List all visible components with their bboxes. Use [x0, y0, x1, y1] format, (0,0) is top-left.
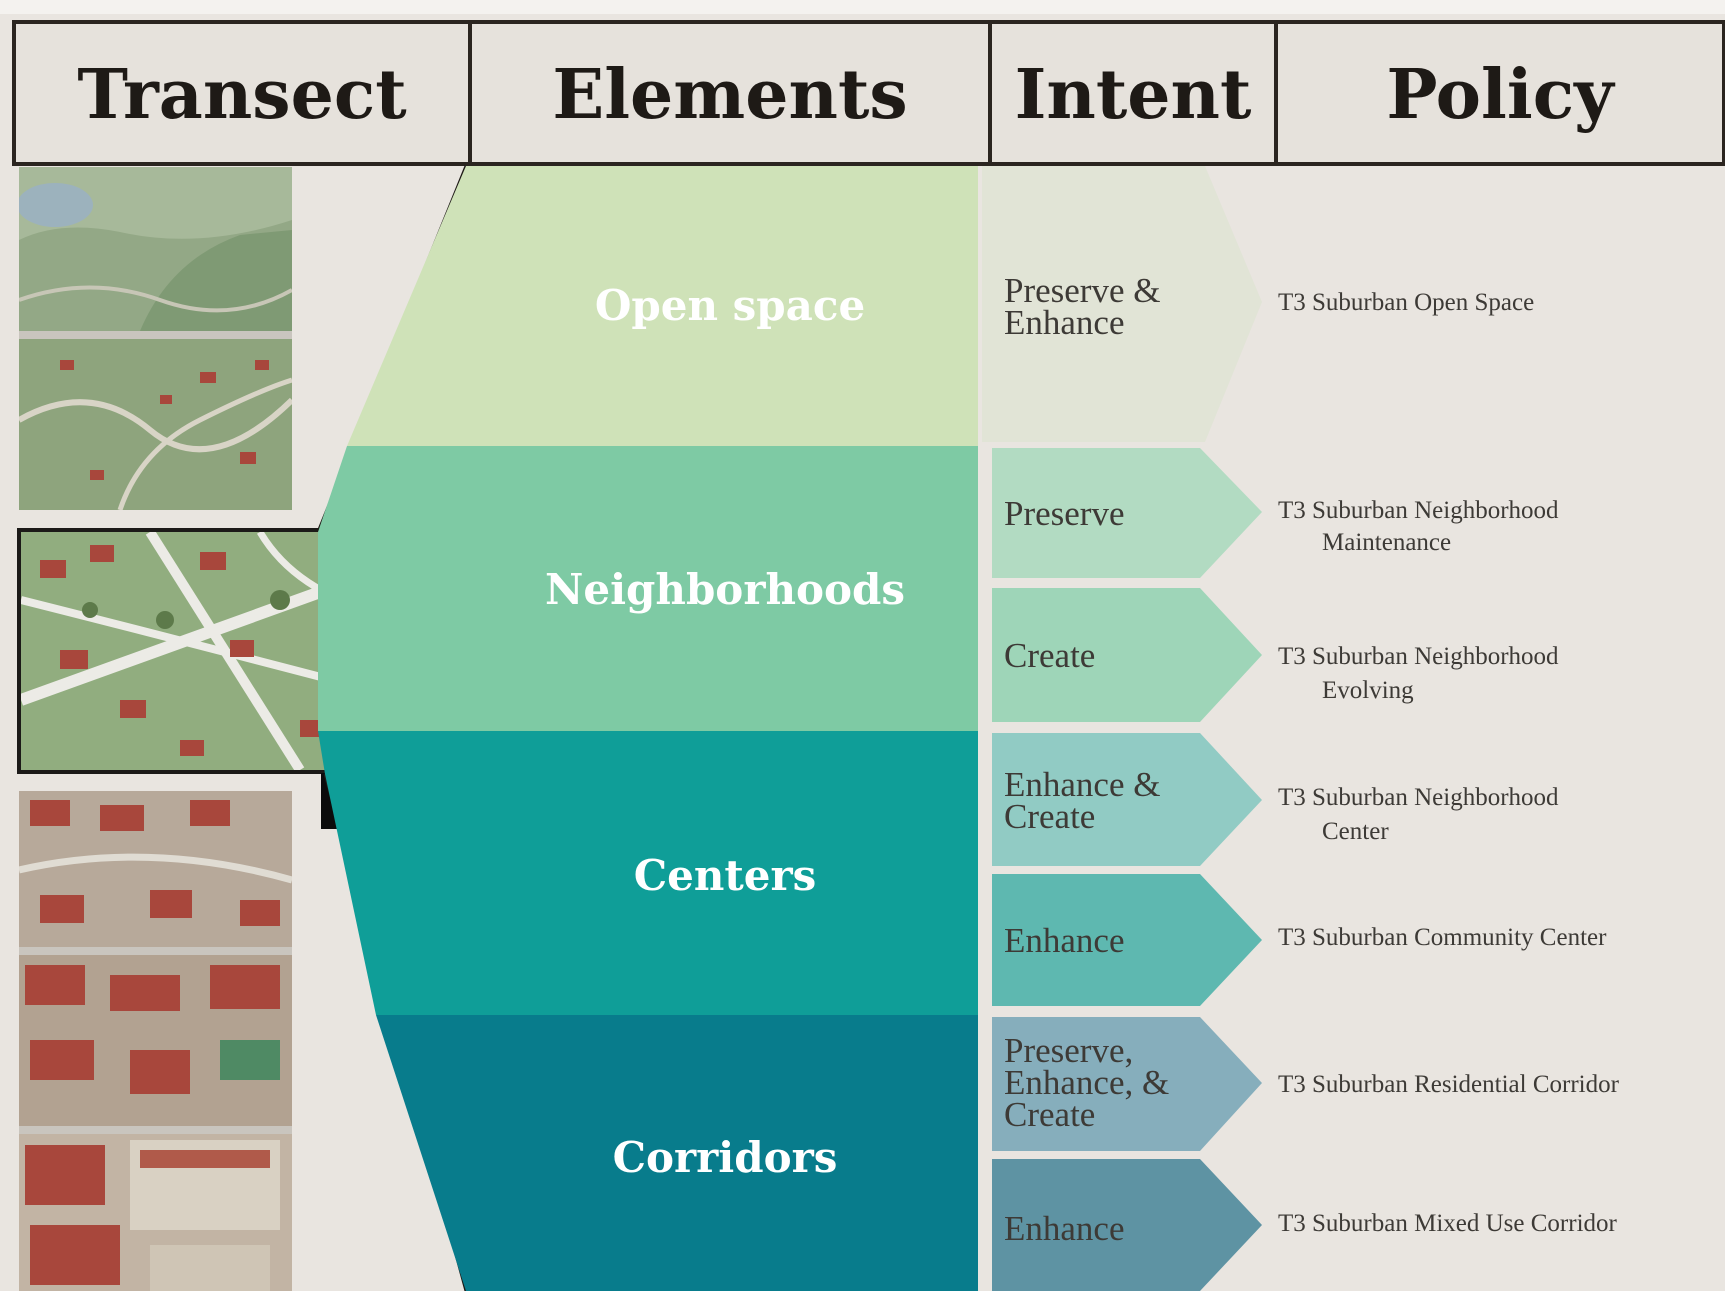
- intent-label: Enhance & Create: [1004, 765, 1169, 836]
- header-elements: Elements: [552, 55, 907, 135]
- intent-label-line: Enhance: [1004, 1209, 1124, 1248]
- intent-label: Preserve: [1004, 494, 1125, 533]
- header-intent: Intent: [1015, 55, 1252, 135]
- intent-label-line: Preserve: [1004, 494, 1125, 533]
- header-cell-transect: [12, 20, 472, 166]
- header-row: Transect Elements Intent Policy: [12, 20, 1725, 166]
- intent-label-line: Enhance &: [1004, 765, 1160, 804]
- policy-label-line: T3 Suburban Residential Corridor: [1278, 1071, 1620, 1098]
- header-cell-policy: [1274, 20, 1725, 166]
- policy-label: T3 Suburban Neighborhood Maintenance: [1278, 497, 1565, 556]
- intent-chevron-corridors-preserve-enhance-create: [992, 1017, 1262, 1151]
- policy-label-line: T3 Suburban Neighborhood: [1278, 643, 1559, 670]
- band-centers: [318, 731, 978, 1015]
- policy-label-line: T3 Suburban Open Space: [1278, 289, 1534, 316]
- top-margin: [0, 0, 1725, 14]
- intent-chevron-centers-enhance: [992, 874, 1262, 1006]
- policy-label-line: Center: [1322, 818, 1389, 845]
- map-tile-urban-2: [19, 955, 292, 1126]
- intent-label: Preserve & Enhance: [1004, 271, 1169, 342]
- intent-label-line: Enhance: [1004, 921, 1124, 960]
- intent-chevron-neighborhoods-preserve: [992, 448, 1262, 578]
- intent-labels: Preserve & Enhance Preserve Create Enhan…: [1004, 271, 1178, 1248]
- policy-label: T3 Suburban Residential Corridor: [1278, 1071, 1620, 1098]
- element-bands: [318, 166, 978, 1291]
- intent-chevron-neighborhoods-create: [992, 588, 1262, 722]
- header-transect: Transect: [77, 55, 407, 135]
- element-label-corridors: Corridors: [613, 1133, 838, 1182]
- header-policy: Policy: [1386, 55, 1616, 135]
- policy-label: T3 Suburban Neighborhood Evolving: [1278, 643, 1565, 704]
- policy-label-line: T3 Suburban Mixed Use Corridor: [1278, 1210, 1618, 1237]
- intent-label: Enhance: [1004, 1209, 1124, 1248]
- element-label-neighborhoods: Neighborhoods: [545, 565, 905, 614]
- transect-frame-separator: [19, 331, 292, 339]
- policy-label-line: T3 Suburban Neighborhood: [1278, 784, 1559, 811]
- transect-frame-separator-2: [19, 947, 292, 955]
- policy-label-line: Maintenance: [1322, 529, 1451, 556]
- band-open-space: [347, 166, 978, 446]
- band-neighborhoods: [318, 446, 978, 731]
- intent-label-line: Preserve,: [1004, 1031, 1133, 1070]
- header-cell-elements: [468, 20, 992, 166]
- transect-frame-separator-3: [19, 1126, 292, 1134]
- policy-label-line: Evolving: [1322, 677, 1414, 704]
- intent-chevron-centers-enhance-create: [992, 733, 1262, 866]
- map-tile-natural: [19, 167, 292, 331]
- policy-label-line: T3 Suburban Neighborhood: [1278, 497, 1559, 524]
- map-tile-urban-1: [19, 791, 292, 947]
- band-corridors: [376, 1015, 978, 1291]
- intent-label-line: Create: [1004, 797, 1095, 836]
- policy-label: T3 Suburban Neighborhood Center: [1278, 784, 1565, 845]
- map-tile-rural: [19, 339, 292, 510]
- intent-label-line: Create: [1004, 1095, 1095, 1134]
- policy-label: T3 Suburban Open Space: [1278, 289, 1534, 316]
- intent-chevron-open-space: [982, 166, 1262, 442]
- policy-label: T3 Suburban Community Center: [1278, 924, 1607, 951]
- policy-label: T3 Suburban Mixed Use Corridor: [1278, 1210, 1618, 1237]
- header-cell-intent: [988, 20, 1278, 166]
- transect-images: T3: [17, 167, 413, 1291]
- intent-label-line: Enhance, &: [1004, 1063, 1169, 1102]
- map-tile-urban-core: [19, 1134, 292, 1291]
- policy-labels: T3 Suburban Open Space T3 Suburban Neigh…: [1278, 289, 1620, 1237]
- intent-chevron-corridors-enhance: [992, 1159, 1262, 1291]
- intent-label: Create: [1004, 636, 1095, 675]
- intent-column: [982, 166, 1262, 1291]
- intent-label-line: Create: [1004, 636, 1095, 675]
- intent-label-line: Preserve &: [1004, 271, 1160, 310]
- element-label-open-space: Open space: [595, 281, 865, 330]
- policy-label-line: T3 Suburban Community Center: [1278, 924, 1607, 951]
- intent-label: Preserve, Enhance, & Create: [1004, 1031, 1178, 1134]
- intent-label: Enhance: [1004, 921, 1124, 960]
- intent-label-line: Enhance: [1004, 303, 1124, 342]
- element-label-centers: Centers: [634, 851, 817, 900]
